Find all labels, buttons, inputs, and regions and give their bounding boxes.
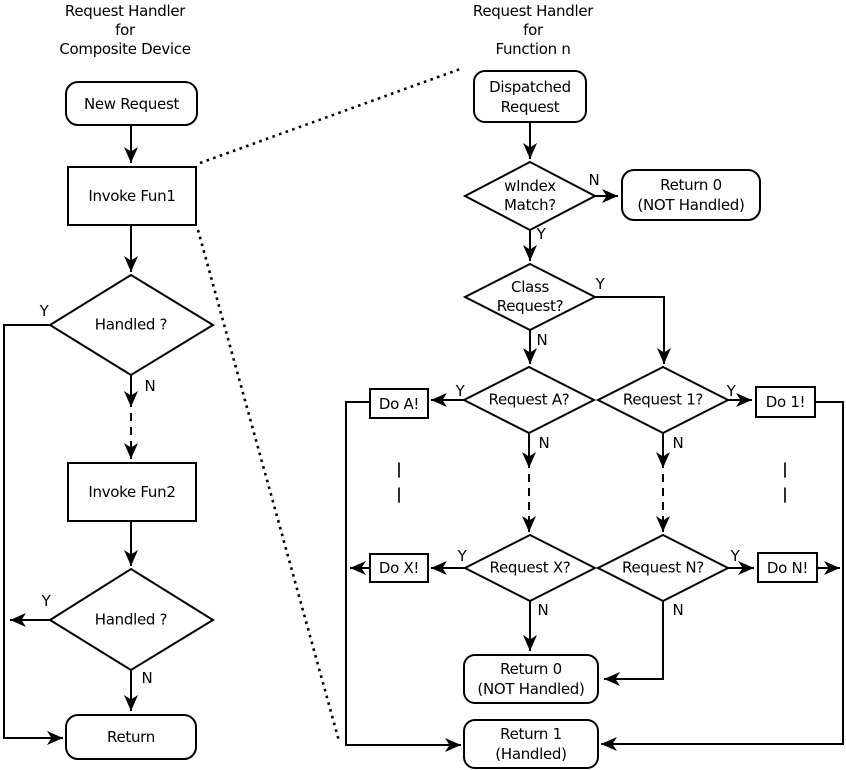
node-do-a: Do A! bbox=[369, 388, 429, 419]
label-windex-match: wIndex Match? bbox=[504, 177, 556, 214]
edge-label-yes-request-1: Y bbox=[726, 382, 736, 400]
edge-label-no-request-n: N bbox=[672, 601, 684, 619]
edge-label-no-handled-1: N bbox=[144, 377, 156, 395]
left-chart-title: Request Handler for Composite Device bbox=[59, 2, 191, 58]
decision-request-x bbox=[462, 533, 598, 603]
label-handled-2: Handled ? bbox=[94, 610, 168, 629]
continuation-mark-left: | | bbox=[396, 460, 402, 503]
decision-handled-1 bbox=[48, 273, 215, 377]
node-return: Return bbox=[65, 714, 197, 760]
edge-label-yes-request-x: Y bbox=[457, 547, 467, 565]
decision-request-1 bbox=[595, 365, 731, 435]
decision-request-a bbox=[461, 365, 597, 435]
edge-label-yes-handled-2: Y bbox=[41, 592, 51, 610]
label-handled-1: Handled ? bbox=[94, 315, 168, 334]
label-request-a: Request A? bbox=[488, 390, 570, 409]
edge-label-yes-handled-1: Y bbox=[39, 302, 49, 320]
decision-windex-match bbox=[462, 160, 598, 232]
label-class-request: Class Request? bbox=[496, 278, 564, 315]
node-return-1: Return 1 (Handled) bbox=[463, 719, 599, 769]
right-chart-title: Request Handler for Function n bbox=[472, 2, 594, 58]
label-request-n: Request N? bbox=[622, 558, 704, 577]
node-do-1: Do 1! bbox=[755, 386, 816, 418]
edge-label-no-request-1: N bbox=[672, 434, 684, 452]
decision-handled-2 bbox=[48, 567, 215, 672]
node-new-request: New Request bbox=[65, 81, 198, 126]
edge-label-no-request-a: N bbox=[538, 434, 550, 452]
node-do-n: Do N! bbox=[757, 552, 818, 583]
edge-label-yes-windex: Y bbox=[536, 225, 546, 243]
edge-label-no-class: N bbox=[536, 331, 548, 349]
decision-request-n bbox=[595, 533, 731, 603]
node-invoke-fun1: Invoke Fun1 bbox=[67, 166, 197, 226]
label-request-x: Request X? bbox=[489, 558, 571, 577]
edge-label-yes-request-n: Y bbox=[730, 547, 740, 565]
right-chart-connectors bbox=[345, 122, 844, 752]
decision-diamonds bbox=[48, 160, 731, 672]
edge-label-yes-class: Y bbox=[595, 275, 605, 293]
node-invoke-fun2: Invoke Fun2 bbox=[67, 462, 197, 522]
node-do-x: Do X! bbox=[369, 553, 429, 583]
continuation-mark-right: | | bbox=[782, 460, 788, 503]
edge-label-no-request-x: N bbox=[537, 601, 549, 619]
edge-label-no-windex: N bbox=[588, 171, 600, 189]
edge-label-no-handled-2: N bbox=[141, 669, 153, 687]
node-return-0-top: Return 0 (NOT Handled) bbox=[621, 169, 761, 221]
node-dispatched-request: Dispatched Request bbox=[473, 70, 587, 123]
label-request-1: Request 1? bbox=[622, 390, 704, 409]
decision-class-request bbox=[462, 262, 598, 332]
edge-label-yes-request-a: Y bbox=[455, 382, 465, 400]
left-chart-connectors bbox=[3, 126, 138, 745]
node-return-0-bottom: Return 0 (NOT Handled) bbox=[463, 654, 599, 704]
zoom-indicator-dotted-lines bbox=[196, 66, 464, 742]
